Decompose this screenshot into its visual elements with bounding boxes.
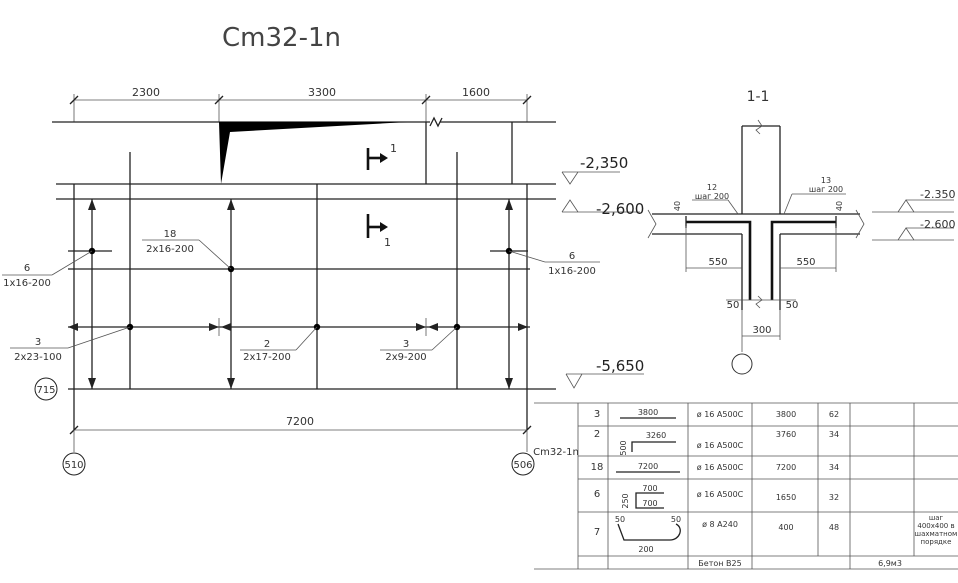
svg-text:3: 3 xyxy=(35,337,41,348)
level-mark-3: -5,650 xyxy=(565,357,644,389)
svg-text:700: 700 xyxy=(642,484,657,493)
svg-text:-2.600: -2.600 xyxy=(920,218,955,231)
dim-300: 300 xyxy=(752,325,771,336)
svg-text:6: 6 xyxy=(594,489,600,500)
table-mark: Cm32-1n xyxy=(533,447,579,458)
note-text: шаг 400x400 в шахматном порядке xyxy=(914,514,958,546)
svg-text:34: 34 xyxy=(829,463,839,472)
svg-text:6: 6 xyxy=(569,251,575,262)
svg-text:1x16-200: 1x16-200 xyxy=(3,278,51,289)
table-row: 3 3800 ø 16 A500C 3800 62 xyxy=(594,408,839,420)
dim-50-right: 50 xyxy=(786,300,799,311)
svg-text:3260: 3260 xyxy=(646,431,666,440)
dim-3300: 3300 xyxy=(308,86,336,99)
svg-text:7: 7 xyxy=(594,527,600,538)
svg-text:3800: 3800 xyxy=(776,410,796,419)
section-axis-bubble xyxy=(731,353,753,375)
table-row: 6 700 700 250 ø 16 A500C 1650 32 xyxy=(594,484,839,509)
callout-3-left: 3 2x23-100 xyxy=(10,326,131,363)
callout-3-right: 3 2x9-200 xyxy=(380,326,458,363)
svg-text:715: 715 xyxy=(36,385,55,396)
svg-text:500: 500 xyxy=(619,440,628,455)
axis-bubble-506: 506 xyxy=(511,452,535,476)
svg-text:510: 510 xyxy=(64,460,83,471)
dim-40-left: 40 xyxy=(673,201,682,211)
svg-text:18: 18 xyxy=(591,462,604,473)
callout-6-right: 6 1x16-200 xyxy=(508,250,600,277)
table-row: 7 50 50 200 ø 8 A240 400 48 шаг 400x400 … xyxy=(594,514,958,554)
rebar-13-num: 13 xyxy=(821,176,831,185)
section-level-2: -2.600 xyxy=(872,218,955,241)
section-level-1: -2.350 xyxy=(872,188,955,213)
plan-view: 2300 3300 1600 xyxy=(2,86,644,476)
svg-text:ø 16 A500C: ø 16 A500C xyxy=(697,490,744,499)
cut-mark-top: 1 xyxy=(390,142,397,155)
axis-bubble-715: 715 xyxy=(34,377,58,401)
dim-50-left: 50 xyxy=(727,300,740,311)
svg-text:2x9-200: 2x9-200 xyxy=(385,352,426,363)
svg-text:50: 50 xyxy=(615,515,625,524)
svg-text:ø 16 A500C: ø 16 A500C xyxy=(697,463,744,472)
section-1-1: 1-1 12 шаг 200 13 шаг 200 40 40 xyxy=(647,89,955,375)
table-row: 2 3260 500 ø 16 A500C 3760 34 xyxy=(594,429,839,456)
footer-volume: 6,9м3 xyxy=(878,559,902,568)
level-mark-1: -2,350 xyxy=(561,154,628,185)
dim-550-left: 550 xyxy=(708,257,727,268)
footer-concrete: Бетон В25 xyxy=(698,559,741,568)
svg-text:200: 200 xyxy=(638,545,653,554)
svg-text:-2.350: -2.350 xyxy=(920,188,955,201)
drawing-title: Cm32-1n xyxy=(222,23,341,53)
svg-text:ø 8 A240: ø 8 A240 xyxy=(702,520,738,529)
svg-text:62: 62 xyxy=(829,410,839,419)
svg-text:ø 16 A500C: ø 16 A500C xyxy=(697,441,744,450)
svg-text:-2,600: -2,600 xyxy=(596,200,644,218)
dim-1600: 1600 xyxy=(462,86,490,99)
svg-text:3: 3 xyxy=(403,339,409,350)
table-row: 18 7200 ø 16 A500C 7200 34 xyxy=(591,462,839,473)
svg-text:2x23-100: 2x23-100 xyxy=(14,352,62,363)
axis-bubble-510: 510 xyxy=(62,452,86,476)
svg-text:ø 16 A500C: ø 16 A500C xyxy=(697,410,744,419)
svg-text:2x16-200: 2x16-200 xyxy=(146,244,194,255)
svg-text:7200: 7200 xyxy=(638,462,658,471)
svg-text:1650: 1650 xyxy=(776,493,796,502)
svg-text:48: 48 xyxy=(829,523,839,532)
svg-text:700: 700 xyxy=(642,499,657,508)
svg-text:3800: 3800 xyxy=(638,408,658,417)
rebar-12-num: 12 xyxy=(707,183,717,192)
svg-text:400: 400 xyxy=(778,523,793,532)
svg-text:3760: 3760 xyxy=(776,430,796,439)
svg-text:-2,350: -2,350 xyxy=(580,154,628,172)
svg-text:-5,650: -5,650 xyxy=(596,357,644,375)
dim-550-right: 550 xyxy=(796,257,815,268)
svg-text:2: 2 xyxy=(594,429,600,440)
svg-text:50: 50 xyxy=(671,515,681,524)
dim-2300: 2300 xyxy=(132,86,160,99)
svg-text:3: 3 xyxy=(594,409,600,420)
svg-text:18: 18 xyxy=(164,229,177,240)
rebar-13-step: шаг 200 xyxy=(809,185,843,194)
svg-text:34: 34 xyxy=(829,430,839,439)
cut-mark-bottom: 1 xyxy=(384,236,391,249)
level-mark-2: -2,600 xyxy=(561,199,644,218)
svg-text:2x17-200: 2x17-200 xyxy=(243,352,291,363)
svg-text:6: 6 xyxy=(24,263,30,274)
spec-table: Cm32-1n 3 3800 ø 16 A500C 3800 62 2 3260… xyxy=(533,402,958,570)
dim-7200: 7200 xyxy=(286,415,314,428)
svg-text:7200: 7200 xyxy=(776,463,796,472)
callout-2: 2 2x17-200 xyxy=(240,326,318,363)
callout-18: 18 2x16-200 xyxy=(142,229,232,270)
section-title: 1-1 xyxy=(747,89,770,105)
haunch-wedge xyxy=(219,122,408,184)
svg-text:32: 32 xyxy=(829,493,839,502)
dim-40-right: 40 xyxy=(835,201,844,211)
svg-text:1x16-200: 1x16-200 xyxy=(548,266,596,277)
svg-text:506: 506 xyxy=(513,460,532,471)
svg-text:2: 2 xyxy=(264,339,270,350)
rebar-12-step: шаг 200 xyxy=(695,192,729,201)
callout-6-left: 6 1x16-200 xyxy=(2,250,93,289)
svg-text:250: 250 xyxy=(621,493,630,508)
